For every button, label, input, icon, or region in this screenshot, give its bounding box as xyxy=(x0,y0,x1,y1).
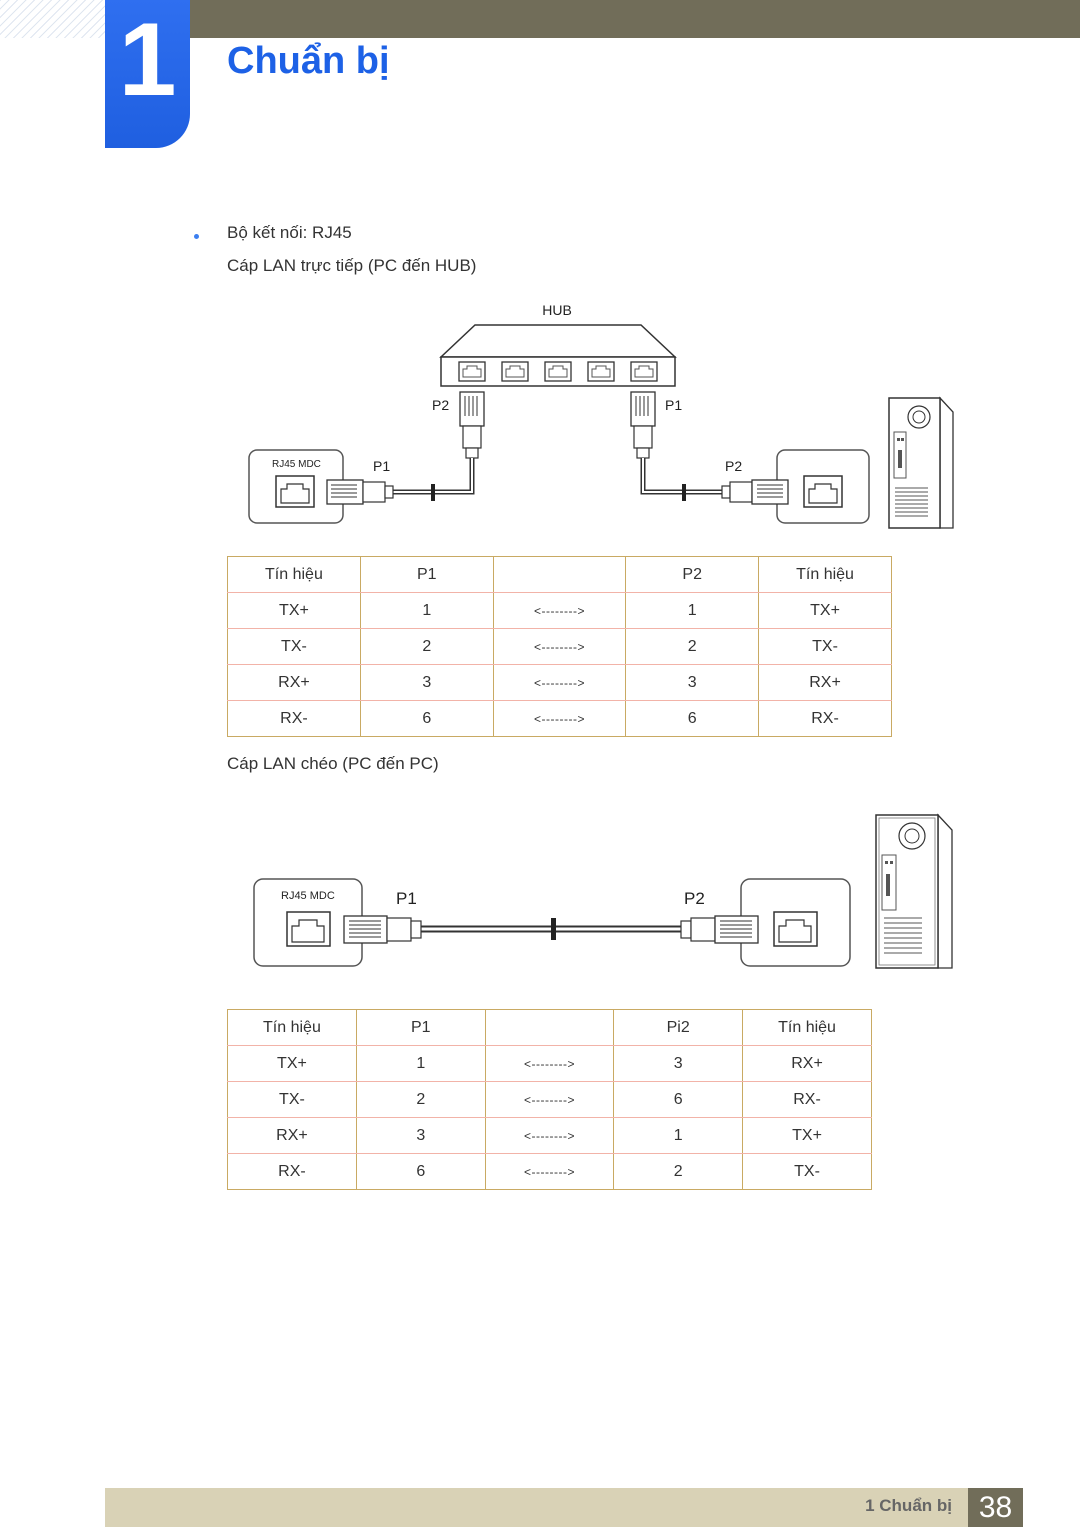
table-cell: TX- xyxy=(227,1081,357,1118)
hub-plug-left xyxy=(459,391,485,459)
mdc-device-left-2 xyxy=(253,878,363,967)
table-cell: RX+ xyxy=(742,1045,872,1082)
table-cell: TX+ xyxy=(758,592,892,629)
table-cell: TX- xyxy=(758,628,892,665)
table-header-cell: Pi2 xyxy=(613,1009,744,1046)
mdc-plug-left xyxy=(326,479,394,505)
table-header-row: Tín hiệu P1 Pi2 Tín hiệu xyxy=(227,1009,872,1046)
table-header-row: Tín hiệu P1 P2 Tín hiệu xyxy=(227,556,892,593)
table-header-cell xyxy=(492,556,627,593)
table-cell: 3 xyxy=(359,664,494,701)
right-cable-label-1: P2 xyxy=(725,458,742,474)
device-right-2 xyxy=(740,878,851,967)
table-cell: <--------> xyxy=(492,700,627,737)
table-cell: <--------> xyxy=(484,1045,615,1082)
hub-icon xyxy=(439,324,677,387)
table-row: TX+ 1 <--------> 3 RX+ xyxy=(227,1045,872,1082)
table-cell: 6 xyxy=(625,700,760,737)
table-cell: 2 xyxy=(359,628,494,665)
table-cell: <--------> xyxy=(492,628,627,665)
table-cell: TX- xyxy=(742,1153,872,1190)
hub-plug-right xyxy=(630,391,656,459)
device-plug-right xyxy=(721,479,789,505)
table-cell: 3 xyxy=(355,1117,486,1154)
footer-chapter-label: 1 Chuẩn bị xyxy=(865,1496,952,1515)
table-header-cell: Tín hiệu xyxy=(758,556,892,593)
direct-cable-table: Tín hiệu P1 P2 Tín hiệu TX+ 1 <-------->… xyxy=(227,556,892,737)
table-row: TX- 2 <--------> 6 RX- xyxy=(227,1081,872,1118)
switch-device-right xyxy=(776,449,870,524)
table-cell: 1 xyxy=(359,592,494,629)
table-row: RX- 6 <--------> 6 RX- xyxy=(227,700,892,737)
table-header-cell: P1 xyxy=(355,1009,486,1046)
table-row: TX- 2 <--------> 2 TX- xyxy=(227,628,892,665)
table-cell: 1 xyxy=(613,1117,744,1154)
table-cell: 3 xyxy=(613,1045,744,1082)
table-header-cell: P1 xyxy=(359,556,494,593)
table-cell: 3 xyxy=(625,664,760,701)
table-row: RX+ 3 <--------> 1 TX+ xyxy=(227,1117,872,1154)
table-cell: RX- xyxy=(227,700,361,737)
table-cell: TX+ xyxy=(227,592,361,629)
hub-label: HUB xyxy=(542,302,572,318)
mdc-label-1: RJ45 MDC xyxy=(272,459,321,470)
table-cell: RX+ xyxy=(758,664,892,701)
hub-port-label-right: P1 xyxy=(665,397,682,413)
table-cell: RX+ xyxy=(227,664,361,701)
table-cell: TX- xyxy=(227,628,361,665)
table-header-cell: Tín hiệu xyxy=(227,556,361,593)
table-header-cell: P2 xyxy=(625,556,760,593)
table-cell: <--------> xyxy=(484,1153,615,1190)
crossover-cable-table: Tín hiệu P1 Pi2 Tín hiệu TX+ 1 <--------… xyxy=(227,1009,872,1190)
direct-cable-diagram: HUB P2 P1 RJ45 MD xyxy=(248,302,954,529)
mdc-plug-left-2 xyxy=(343,915,422,944)
header-hatch xyxy=(0,0,105,38)
table-cell: RX- xyxy=(227,1153,357,1190)
chapter-number: 1 xyxy=(118,2,177,118)
table-cell: 1 xyxy=(355,1045,486,1082)
table-header-cell: Tín hiệu xyxy=(742,1009,872,1046)
table-cell: 1 xyxy=(625,592,760,629)
mdc-device-left xyxy=(248,449,344,524)
pc-tower-icon-1 xyxy=(888,396,954,529)
page-number: 38 xyxy=(968,1488,1023,1527)
table-cell: 6 xyxy=(355,1153,486,1190)
table-cell: <--------> xyxy=(484,1081,615,1118)
hub-port-label-left: P2 xyxy=(432,397,449,413)
right-cable-label-2: P2 xyxy=(684,889,705,908)
mdc-label-2: RJ45 MDC xyxy=(281,890,335,902)
table-row: RX- 6 <--------> 2 TX- xyxy=(227,1153,872,1190)
crossover-cable-diagram: RJ45 MDC P1 P2 xyxy=(253,813,953,969)
table-header-cell xyxy=(484,1009,615,1046)
direct-cable-caption: Cáp LAN trực tiếp (PC đến HUB) xyxy=(227,256,477,275)
table-cell: TX+ xyxy=(227,1045,357,1082)
table-cell: RX- xyxy=(742,1081,872,1118)
pc-tower-icon-2 xyxy=(875,813,953,969)
left-cable-label-1: P1 xyxy=(373,458,390,474)
device-plug-right-2 xyxy=(680,915,759,944)
table-cell: 6 xyxy=(613,1081,744,1118)
connector-text: Bộ kết nối: RJ45 xyxy=(227,223,352,242)
footer-bar: 1 Chuẩn bị xyxy=(105,1488,968,1527)
table-cell: <--------> xyxy=(484,1117,615,1154)
table-cell: RX+ xyxy=(227,1117,357,1154)
table-cell: 2 xyxy=(355,1081,486,1118)
bullet-icon xyxy=(194,234,199,239)
chapter-badge: 1 xyxy=(105,0,190,148)
table-cell: <--------> xyxy=(492,664,627,701)
crossover-cable-caption: Cáp LAN chéo (PC đến PC) xyxy=(227,754,439,773)
table-cell: <--------> xyxy=(492,592,627,629)
chapter-title: Chuẩn bị xyxy=(227,40,390,82)
header-bar xyxy=(190,0,1080,38)
left-cable-label-2: P1 xyxy=(396,889,417,908)
table-row: RX+ 3 <--------> 3 RX+ xyxy=(227,664,892,701)
table-cell: 6 xyxy=(359,700,494,737)
table-row: TX+ 1 <--------> 1 TX+ xyxy=(227,592,892,629)
table-cell: 2 xyxy=(625,628,760,665)
table-cell: 2 xyxy=(613,1153,744,1190)
table-header-cell: Tín hiệu xyxy=(227,1009,357,1046)
table-cell: TX+ xyxy=(742,1117,872,1154)
table-cell: RX- xyxy=(758,700,892,737)
